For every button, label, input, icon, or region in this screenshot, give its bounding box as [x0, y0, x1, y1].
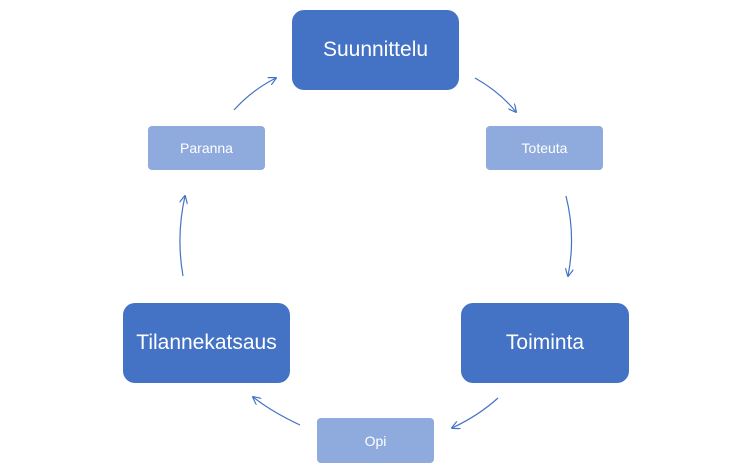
node-toteuta: Toteuta — [486, 126, 603, 170]
node-opi-label: Opi — [364, 432, 387, 449]
node-suunnittelu: Suunnittelu — [292, 10, 459, 90]
node-toiminta-label: Toiminta — [505, 331, 585, 354]
arrow-tilannekatsaus-to-paranna — [180, 196, 185, 277]
node-opi: Opi — [317, 418, 434, 463]
node-suunnittelu-label: Suunnittelu — [322, 38, 429, 61]
node-paranna: Paranna — [148, 126, 265, 170]
node-tilannekatsaus: Tilannekatsaus — [123, 303, 290, 383]
arrow-toteuta-to-toiminta — [566, 195, 572, 276]
arrow-suunnittelu-to-toteuta — [474, 77, 516, 112]
node-paranna-label: Paranna — [180, 140, 233, 156]
node-tilannekatsaus-label: Tilannekatsaus — [136, 331, 277, 354]
arrow-toiminta-to-opi — [452, 397, 499, 428]
arrow-opi-to-tilannekatsaus — [253, 397, 301, 426]
node-toiminta: Toiminta — [461, 303, 629, 383]
arrow-paranna-to-suunnittelu — [233, 78, 276, 111]
node-toteuta-label: Toteuta — [521, 140, 568, 156]
